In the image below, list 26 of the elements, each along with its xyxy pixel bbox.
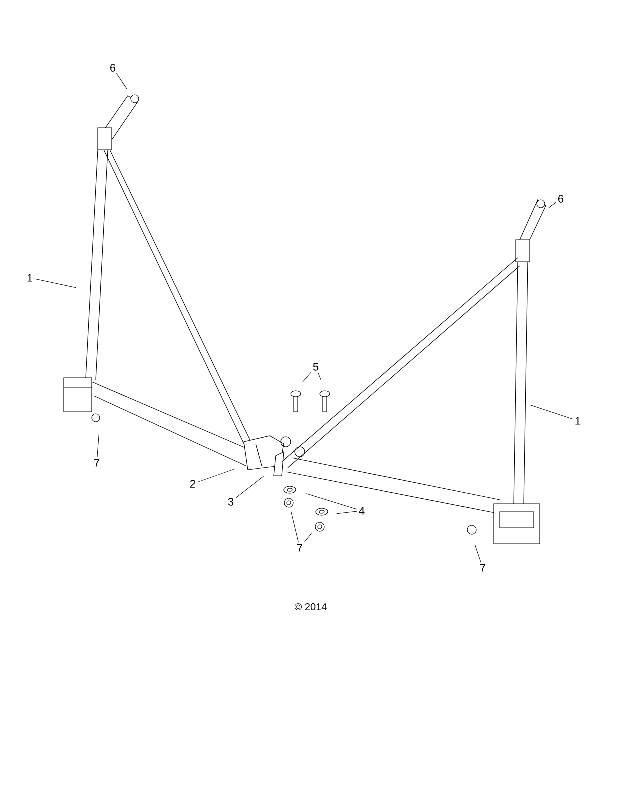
leader-line: [302, 372, 312, 383]
leader-line: [548, 202, 556, 208]
leader-line: [304, 533, 312, 543]
leader-line: [97, 434, 100, 458]
callout-number: 6: [558, 195, 564, 203]
copyright-note: © 2014: [294, 603, 327, 611]
callout-number: 6: [110, 64, 116, 72]
leader-line: [236, 476, 264, 499]
leader-line: [475, 545, 482, 563]
callout-number: 7: [298, 544, 302, 552]
callout-number: 1: [576, 417, 581, 425]
callout-number: 1: [28, 274, 33, 282]
leader-line: [306, 494, 358, 510]
leader-line: [34, 278, 76, 288]
callout-number: 3: [228, 498, 234, 506]
callout-number: 5: [313, 363, 319, 371]
leader-line: [291, 511, 299, 543]
leader-line: [336, 511, 358, 514]
callout-number: 7: [94, 459, 100, 467]
callout-number: 4: [359, 507, 365, 515]
leader-line: [198, 469, 235, 483]
leader-line: [116, 73, 128, 90]
leader-line: [530, 404, 574, 420]
callout-number: 7: [480, 564, 486, 572]
callout-number: 2: [190, 480, 196, 488]
leader-line: [318, 372, 322, 381]
